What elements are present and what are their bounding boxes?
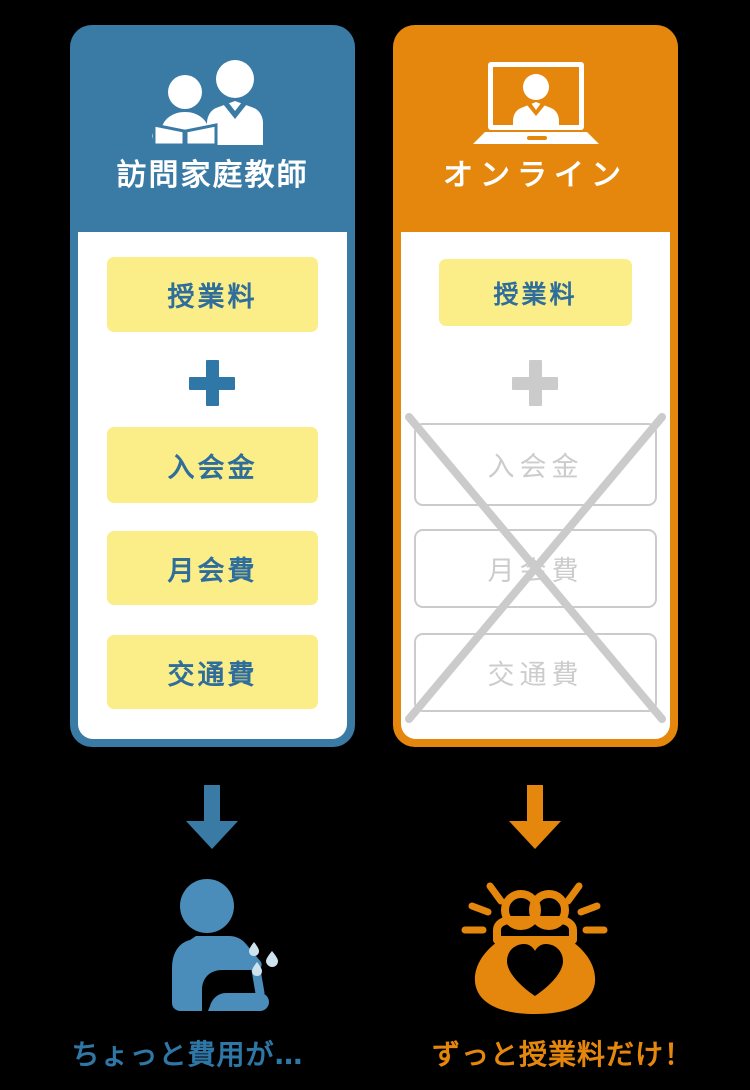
card-header-home-tutor: 訪問家庭教師 — [70, 25, 355, 232]
fee-box-transport-right: 交通費 — [414, 633, 657, 712]
card-title-home-tutor: 訪問家庭教師 — [116, 158, 309, 193]
card-body-online: 授業料 入会金 月会費 交通費 — [401, 232, 670, 739]
fee-box-monthly-right: 月会費 — [414, 529, 657, 608]
fee-box-transport-left: 交通費 — [107, 635, 318, 709]
discouraged-person-icon — [160, 878, 290, 1017]
result-caption-left: ちょっと費用が… — [71, 1038, 304, 1071]
card-body-home-tutor: 授業料 入会金 月会費 交通費 — [78, 232, 347, 739]
student-and-teacher-icon — [143, 59, 283, 145]
laptop-video-lesson-icon — [471, 59, 601, 145]
card-title-online: オンライン — [443, 158, 628, 193]
plus-sign-left — [189, 360, 235, 406]
fee-box-monthly-left: 月会費 — [107, 531, 318, 605]
down-arrow-icon-right — [500, 783, 570, 853]
comparison-card-home-tutor: 訪問家庭教師 授業料 入会金 月会費 交通費 — [70, 25, 355, 747]
comparison-card-online: オンライン 授業料 入会金 月会費 交通費 — [393, 25, 678, 747]
sparkling-coin-purse-with-heart-icon — [455, 868, 615, 1027]
fee-box-enrollment-right: 入会金 — [414, 423, 657, 506]
plus-sign-right — [512, 360, 558, 406]
fee-box-enrollment-left: 入会金 — [107, 427, 318, 503]
card-header-online: オンライン — [393, 25, 678, 232]
result-caption-right: ずっと授業料だけ！ — [431, 1038, 693, 1071]
down-arrow-icon-left — [177, 783, 247, 853]
fee-box-tuition-left: 授業料 — [107, 257, 318, 332]
fee-box-tuition-right: 授業料 — [439, 259, 632, 326]
